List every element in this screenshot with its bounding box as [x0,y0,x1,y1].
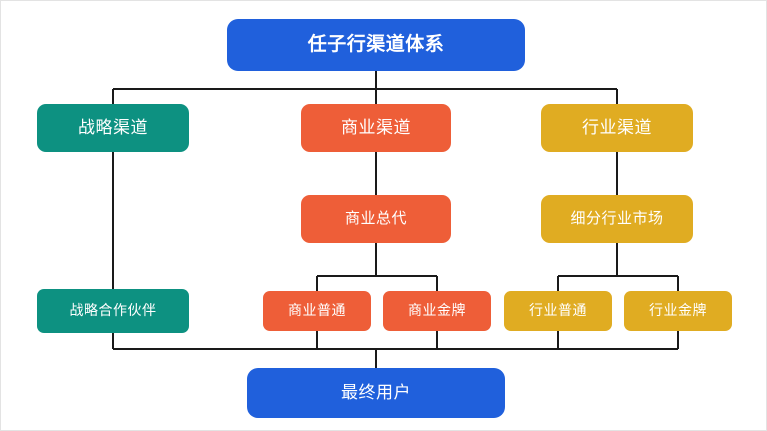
node-commercial-general-agent-label: 商业总代 [344,209,407,227]
node-strategic-partner[interactable]: 战略合作伙伴 [37,289,189,333]
node-root-label: 任子行渠道体系 [307,33,445,55]
node-industry-channel[interactable]: 行业渠道 [541,104,693,152]
node-end-user[interactable]: 最终用户 [247,368,505,418]
node-commercial-channel[interactable]: 商业渠道 [301,104,451,152]
node-commercial-gold[interactable]: 商业金牌 [383,291,491,331]
node-segmented-industry-market-label: 细分行业市场 [570,209,664,227]
node-commercial-regular[interactable]: 商业普通 [263,291,371,331]
node-strategic-channel-label: 战略渠道 [78,117,148,137]
node-root-channel-system[interactable]: 任子行渠道体系 [227,19,525,71]
node-industry-gold[interactable]: 行业金牌 [624,291,732,331]
node-industry-regular[interactable]: 行业普通 [504,291,612,331]
node-industry-gold-label: 行业金牌 [649,302,707,319]
node-segmented-industry-market[interactable]: 细分行业市场 [541,195,693,243]
node-commercial-regular-label: 商业普通 [288,302,346,319]
node-strategic-channel[interactable]: 战略渠道 [37,104,189,152]
node-commercial-gold-label: 商业金牌 [408,302,466,319]
node-commercial-channel-label: 商业渠道 [341,117,411,137]
node-end-user-label: 最终用户 [341,382,411,402]
node-industry-channel-label: 行业渠道 [582,117,652,137]
node-industry-regular-label: 行业普通 [529,302,587,319]
node-commercial-general-agent[interactable]: 商业总代 [301,195,451,243]
node-strategic-partner-label: 战略合作伙伴 [69,302,157,319]
